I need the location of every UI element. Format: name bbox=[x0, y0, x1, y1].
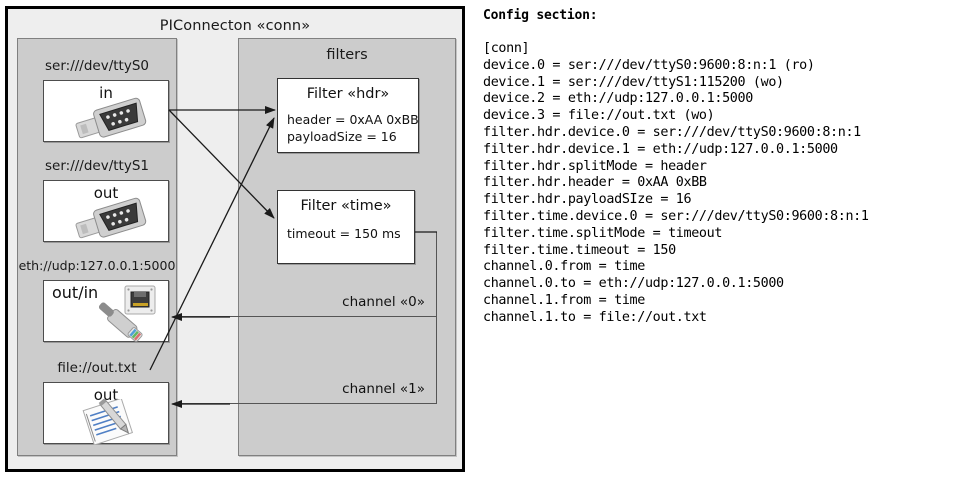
config-line: channel.0.from = time bbox=[483, 259, 645, 275]
filter-time-attr-timeout: timeout = 150 ms bbox=[287, 226, 401, 241]
config-line: device.1 = ser:///dev/ttyS1:115200 (wo) bbox=[483, 74, 784, 90]
filter-hdr-title: Filter «hdr» bbox=[306, 86, 390, 102]
config-section: Config section: [conn]device.0 = ser:///… bbox=[483, 0, 964, 484]
config-listing: [conn]device.0 = ser:///dev/ttyS0:9600:8… bbox=[483, 41, 869, 327]
serial-port-icon bbox=[75, 97, 147, 139]
config-line: channel.1.from = time bbox=[483, 292, 645, 308]
ethernet-jack-icon bbox=[99, 285, 156, 342]
config-line: filter.time.splitMode = timeout bbox=[483, 225, 723, 241]
wire-ttyS0-to-time bbox=[168, 109, 275, 219]
page-title: PIConnecton «conn» bbox=[159, 18, 311, 34]
config-line: device.3 = file://out.txt (wo) bbox=[483, 108, 715, 124]
device-label-ttyS0: ser:///dev/ttyS0 bbox=[45, 58, 149, 74]
config-line: filter.hdr.device.0 = ser:///dev/ttyS0:9… bbox=[483, 124, 861, 140]
filter-hdr-attr-payload: payloadSize = 16 bbox=[287, 129, 397, 144]
device-label-eth: eth://udp:127.0.0.1:5000 bbox=[18, 258, 176, 273]
filter-hdr-attr-header: header = 0xAA 0xBB bbox=[287, 112, 419, 127]
config-line: device.0 = ser:///dev/ttyS0:9600:8:n:1 (… bbox=[483, 57, 815, 73]
filter-hdr-box[interactable]: Filter «hdr» header = 0xAA 0xBB payloadS… bbox=[277, 78, 419, 153]
filters-group-title: filters bbox=[326, 47, 368, 63]
config-heading: Config section: bbox=[483, 8, 598, 23]
channel-1-label: channel «1» bbox=[342, 381, 425, 397]
config-line: channel.1.to = file://out.txt bbox=[483, 309, 707, 325]
device-cell-file[interactable]: out bbox=[43, 382, 169, 445]
filter-time-box[interactable]: Filter «time» timeout = 150 ms bbox=[277, 190, 415, 264]
device-label-ttyS1: ser:///dev/ttyS1 bbox=[45, 158, 149, 174]
serial-port-icon bbox=[75, 197, 147, 239]
config-line: filter.time.timeout = 150 bbox=[483, 242, 676, 258]
config-line: device.2 = eth://udp:127.0.0.1:5000 bbox=[483, 91, 753, 107]
config-line: filter.hdr.header = 0xAA 0xBB bbox=[483, 175, 707, 191]
config-line: filter.hdr.splitMode = header bbox=[483, 158, 707, 174]
device-label-file: file://out.txt bbox=[57, 360, 137, 376]
text-file-icon bbox=[82, 399, 134, 445]
device-cell-ttyS0[interactable]: in bbox=[43, 80, 169, 142]
channel-0-label: channel «0» bbox=[342, 294, 425, 310]
device-cell-eth[interactable]: out/in bbox=[43, 280, 169, 342]
config-line: filter.hdr.payloadSIze = 16 bbox=[483, 192, 692, 208]
structure-diagram: PIConnecton «conn» ser:///dev/ttyS0 in s… bbox=[0, 0, 472, 484]
config-line: filter.hdr.device.1 = eth://udp:127.0.0.… bbox=[483, 141, 838, 157]
config-line: [conn] bbox=[483, 41, 530, 56]
wire-eth-to-hdr bbox=[149, 117, 275, 371]
config-line: filter.time.device.0 = ser:///dev/ttyS0:… bbox=[483, 208, 869, 224]
filter-time-title: Filter «time» bbox=[300, 198, 392, 214]
connector-wires bbox=[149, 106, 437, 408]
config-line: channel.0.to = eth://udp:127.0.0.1:5000 bbox=[483, 276, 784, 292]
channel-1-frame bbox=[180, 232, 437, 404]
